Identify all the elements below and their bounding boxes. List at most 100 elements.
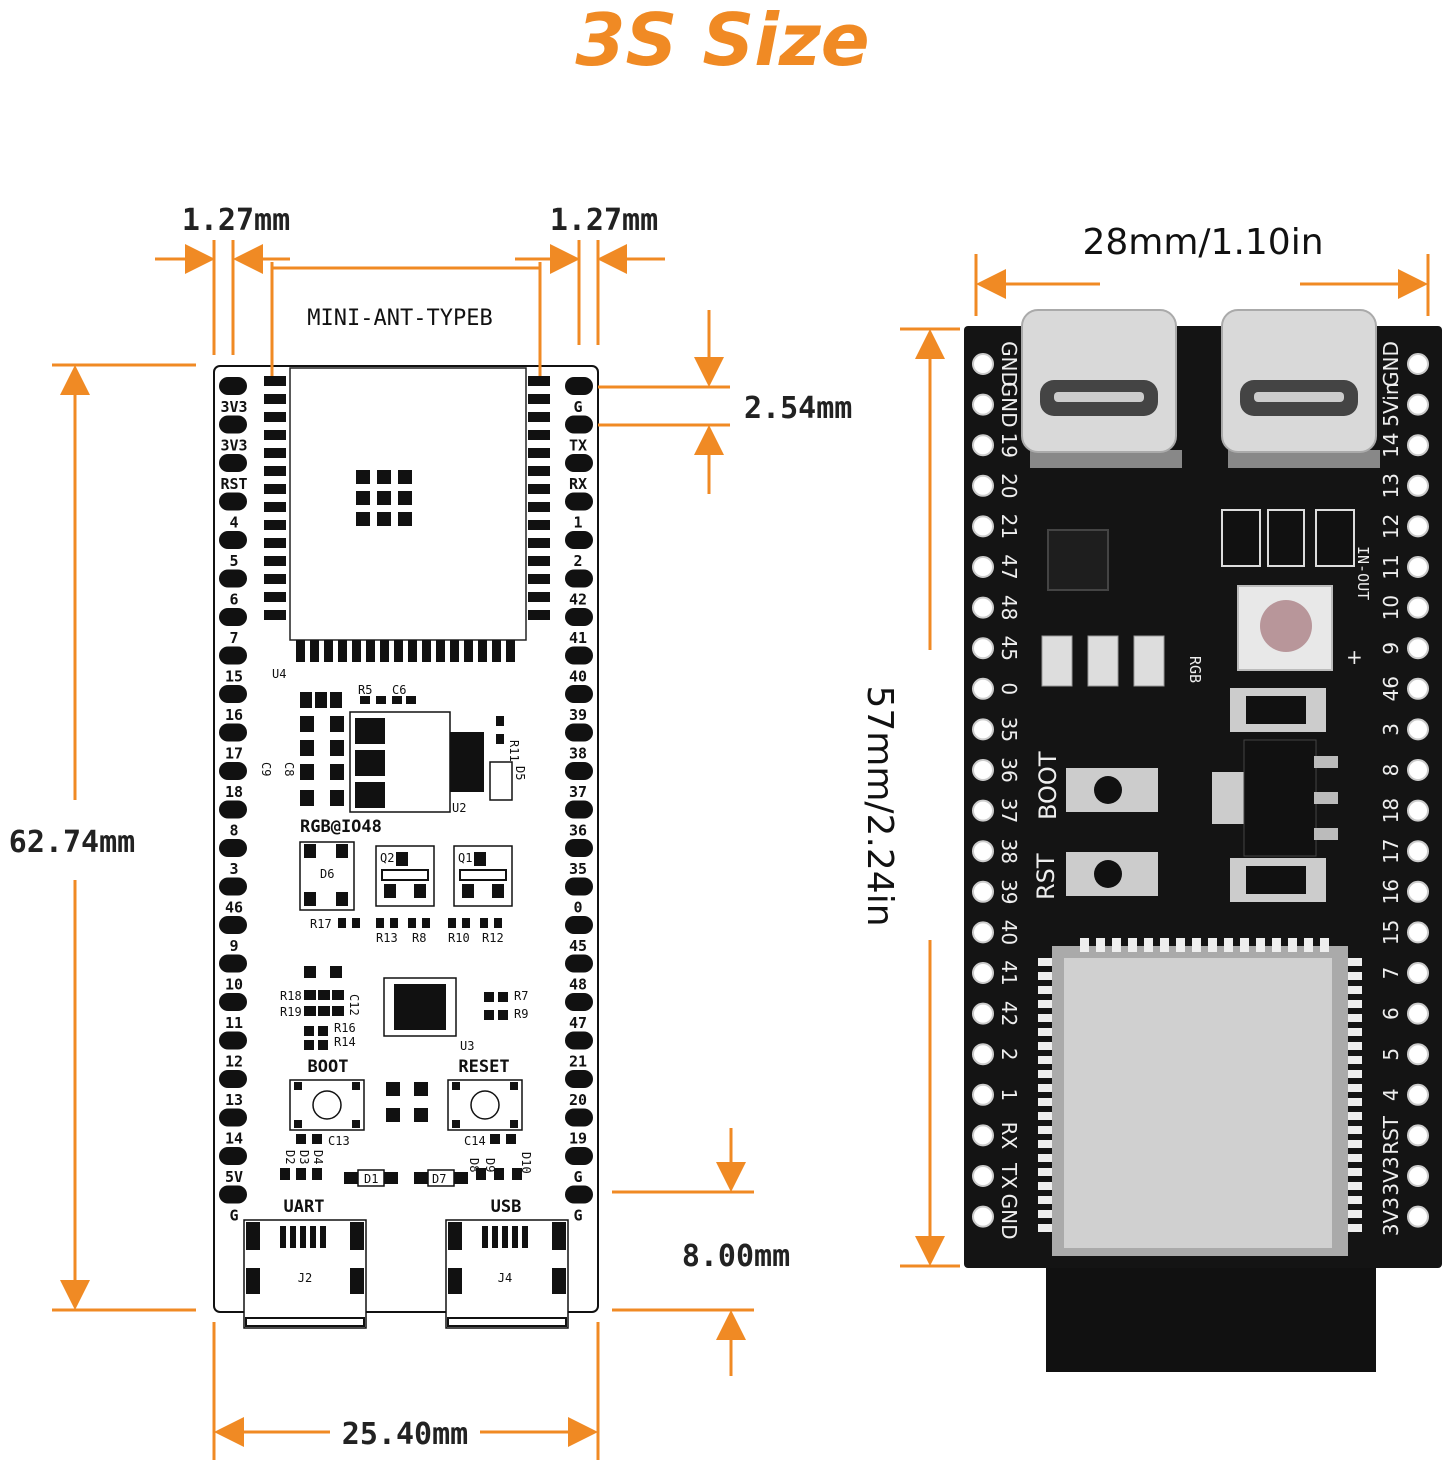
photo-left-pin (972, 759, 994, 781)
photo-module-pad (1038, 1042, 1052, 1050)
module-pad (394, 640, 403, 662)
module-label: U4 (272, 667, 286, 681)
photo-left-pin-label: 2 (997, 1048, 1021, 1061)
module-pad (264, 376, 286, 386)
right-pin-pad (565, 723, 593, 742)
left-pin-pad (219, 1031, 247, 1050)
cap-pads (296, 1134, 516, 1144)
left-pin-pad (219, 993, 247, 1011)
right-pin-label: 2 (573, 552, 582, 570)
module-pad (264, 520, 286, 530)
svg-text:C14: C14 (464, 1134, 486, 1148)
module-pad (528, 466, 550, 476)
left-pin-pad (219, 954, 247, 973)
photo-pin-headers: GNDGND1920214748450353637383940414221RXT… (972, 341, 1429, 1240)
photo-module-pad (1348, 1042, 1362, 1050)
left-pin-label: 18 (225, 783, 243, 801)
module-pad (264, 610, 286, 620)
photo-module-pad (1348, 1070, 1362, 1078)
photo-right-pin (1407, 921, 1429, 944)
photo-module-pad (1038, 972, 1052, 980)
photo-right-pin (1407, 1043, 1429, 1066)
left-pin-pad (219, 646, 247, 665)
led-d6: D6 (299, 841, 355, 911)
right-pin-pad (565, 531, 593, 549)
photo-module-pad (1348, 1112, 1362, 1120)
photo-module-pad (1112, 938, 1121, 952)
photo-left-pin-label: RX (997, 1122, 1021, 1150)
left-pin-pad (219, 877, 247, 896)
uart-label: UART (284, 1197, 325, 1217)
photo-right-pin-label: 13 (1379, 473, 1403, 498)
right-pin-pad (565, 608, 593, 626)
svg-text:R5: R5 (358, 683, 372, 697)
svg-text:D7: D7 (432, 1172, 446, 1186)
left-pin-label: 9 (229, 937, 238, 955)
photo-left-pin (972, 393, 994, 416)
photo-module-pad (1038, 1070, 1052, 1078)
chip-u3: U3 (383, 977, 474, 1053)
photo-left-pin-label: 48 (997, 595, 1021, 620)
photo-module-pad (1038, 1098, 1052, 1106)
photo-left-pin (972, 596, 994, 619)
photo-module-pad (1038, 1112, 1052, 1120)
right-pin-label: 20 (569, 1091, 587, 1109)
photo-left-pin-label: 35 (997, 717, 1021, 742)
photo-right-pin-label: 46 (1379, 676, 1403, 701)
photo-right-pin-label: 7 (1379, 967, 1403, 980)
usb-c-connector-left (1021, 309, 1182, 468)
photo-module-pad (1038, 1000, 1052, 1008)
module-pad (380, 640, 389, 662)
left-pin-label: 7 (229, 629, 238, 647)
photo-right-pin (1407, 840, 1429, 863)
photo-module-pad (1038, 1182, 1052, 1190)
usb-connector-j2: J2 (243, 1219, 367, 1329)
photo-right-pin (1407, 1083, 1429, 1106)
photo-rgb-label: RGB (1186, 656, 1204, 683)
photo-right-pin (1407, 393, 1429, 416)
left-pin-label: 5 (229, 552, 238, 570)
photo-plus-label: + (1346, 645, 1363, 669)
photo-regulator (1212, 688, 1338, 902)
photo-right-pin (1407, 474, 1429, 497)
left-pin-pad (219, 531, 247, 549)
photo-module-pad (1038, 1014, 1052, 1022)
photo-boot-label: BOOT (1034, 751, 1062, 820)
photo-right-pin (1407, 718, 1429, 741)
photo-module-pad (1176, 938, 1185, 952)
photo-right-pin-label: 4 (1379, 1088, 1403, 1101)
photo-rst-label: RST (1032, 853, 1060, 900)
photo-module-pad (1348, 1126, 1362, 1134)
photo-module-pad (1128, 938, 1137, 952)
svg-text:U2: U2 (452, 801, 466, 815)
svg-text:R9: R9 (514, 1007, 528, 1021)
right-pin-label: 38 (569, 745, 587, 763)
photo-module-pad (1038, 1168, 1052, 1176)
dim-pin-offset-right: 1.27mm (550, 203, 658, 238)
module-pad (264, 394, 286, 404)
resistor-row (338, 918, 502, 928)
photo-right-pin (1407, 596, 1429, 619)
module-pad (310, 640, 319, 662)
photo-module-pad (1348, 972, 1362, 980)
module-pad (352, 640, 361, 662)
photo-module-shield (1052, 946, 1348, 1256)
right-pin-pad (565, 954, 593, 973)
photo-left-pin-label: GND (997, 382, 1021, 428)
right-pin-label: 1 (573, 514, 582, 532)
transistor-q2: Q2 (375, 845, 435, 907)
photo-left-pin (972, 840, 994, 863)
photo-in-out-label: IN-OUT (1354, 546, 1372, 600)
svg-text:D1: D1 (364, 1172, 378, 1186)
right-pin-label: G (573, 1168, 582, 1186)
schematic-dimensions (52, 240, 754, 1460)
photo-right-pin-label: 15 (1379, 920, 1403, 945)
right-pin-pad (565, 800, 593, 819)
right-pin-pad (565, 1108, 593, 1127)
left-pin-label: 3V3 (220, 398, 247, 416)
photo-right-pin-label: 12 (1379, 514, 1403, 539)
photo-module-pad (1348, 1196, 1362, 1204)
right-pin-pad (565, 916, 593, 934)
svg-text:D3: D3 (297, 1150, 311, 1164)
